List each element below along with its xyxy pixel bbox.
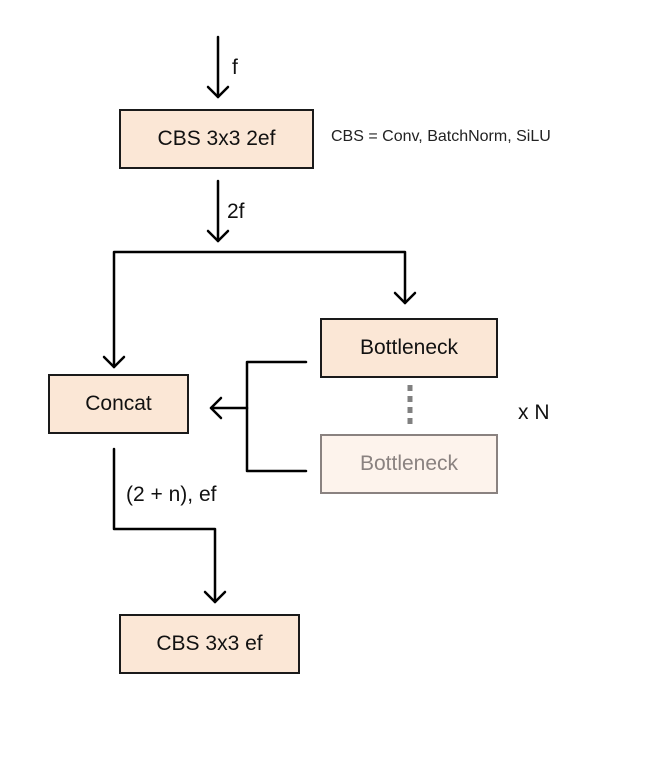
- bottleneck-bracket: [245, 360, 308, 473]
- cbs-out-edge-label: 2f: [227, 200, 245, 223]
- split-left-arrowhead: [102, 355, 126, 369]
- cbs-top-box: CBS 3x3 2ef: [119, 109, 314, 169]
- cbs-out-arrow: [206, 179, 230, 243]
- split-connector: [112, 250, 407, 369]
- bottleneck-box-1: Bottleneck: [320, 318, 498, 378]
- repeat-count-label: x N: [518, 401, 550, 424]
- concat-box: Concat: [48, 374, 189, 434]
- bottleneck-n-label: Bottleneck: [359, 452, 459, 475]
- cbs-bottom-box: CBS 3x3 ef: [119, 614, 300, 674]
- concat-out-edge-label: (2 + n), ef: [126, 483, 217, 506]
- cbs-definition-note: CBS = Conv, BatchNorm, SiLU: [331, 128, 551, 145]
- cbs-bottom-label: CBS 3x3 ef: [156, 632, 263, 655]
- bottleneck-1-label: Bottleneck: [359, 336, 459, 359]
- bottleneck-box-n: Bottleneck: [320, 434, 498, 494]
- input-edge-label: f: [232, 56, 238, 79]
- concat-in-arrowhead: [209, 396, 223, 420]
- cbs-top-label: CBS 3x3 2ef: [157, 127, 276, 150]
- concat-out-connector: [112, 447, 217, 604]
- split-right-arrowhead: [393, 291, 417, 305]
- input-arrow: [206, 35, 230, 99]
- concat-out-arrowhead: [203, 590, 227, 604]
- concat-label: Concat: [85, 392, 152, 415]
